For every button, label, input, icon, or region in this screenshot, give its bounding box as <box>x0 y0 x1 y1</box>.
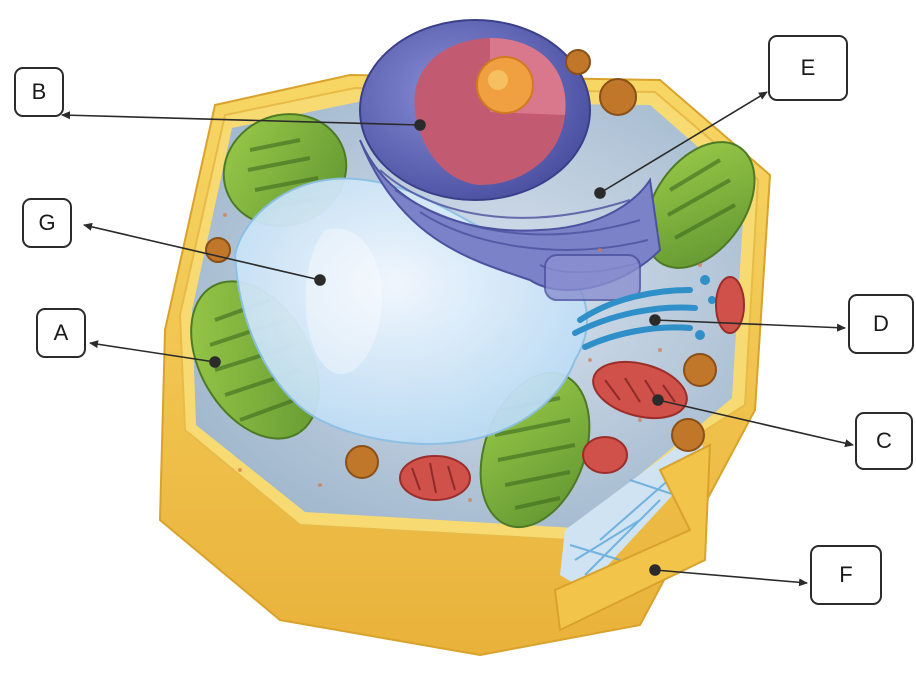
mitochondrion-small <box>583 437 627 473</box>
label-d-text: D <box>873 311 889 337</box>
label-f-text: F <box>839 562 852 588</box>
label-g-text: G <box>38 210 55 236</box>
label-b-text: B <box>32 79 47 105</box>
label-box-b: B <box>14 67 64 117</box>
label-box-f: F <box>810 545 882 605</box>
mitochondrion-bottom <box>400 456 470 500</box>
label-box-d: D <box>848 294 914 354</box>
nucleus <box>360 20 590 200</box>
label-box-c: C <box>855 412 913 470</box>
label-box-g: G <box>22 198 72 248</box>
arrow-f <box>655 570 807 583</box>
label-e-text: E <box>801 55 816 81</box>
label-box-e: E <box>768 35 848 101</box>
label-box-a: A <box>36 308 86 358</box>
label-c-text: C <box>876 428 892 454</box>
label-a-text: A <box>54 320 69 346</box>
mitochondrion-top-right <box>716 277 744 333</box>
